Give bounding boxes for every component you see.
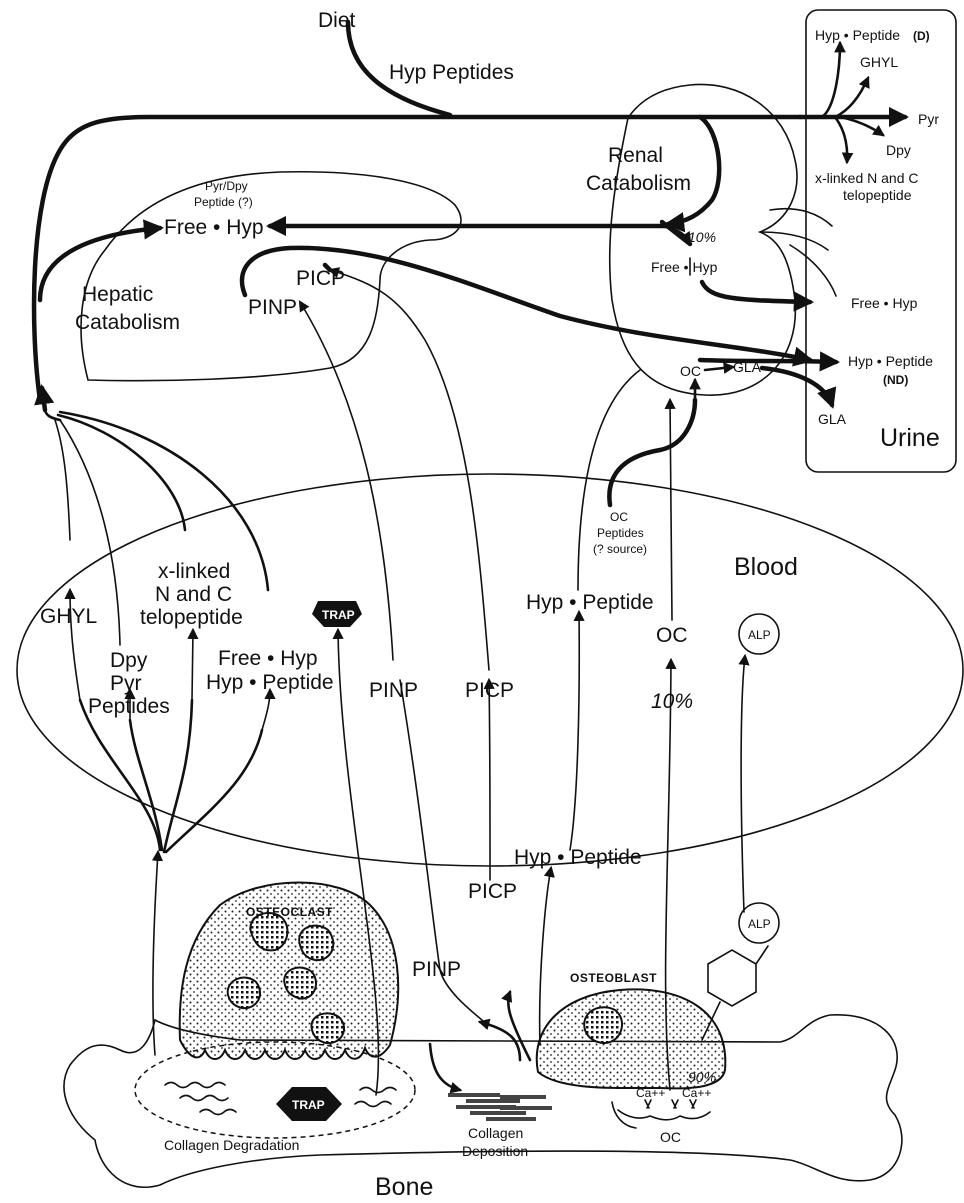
- label-oc-peptides-2: Peptides: [597, 526, 644, 540]
- label-blood-pct: 10%: [651, 690, 693, 713]
- label-blood-peptides: Peptides: [88, 695, 170, 718]
- label-osteoclast: Osteoclast: [246, 905, 333, 919]
- label-renal-free-hyp: Free • Hyp: [651, 259, 718, 275]
- urine-compartment: [806, 10, 956, 472]
- label-urine-gla: GLA: [818, 411, 847, 427]
- label-urine-nd-tag: (ND): [883, 373, 908, 387]
- label-liver-pinp: PINP: [248, 296, 297, 319]
- label-urine-pyr: Pyr: [918, 111, 939, 127]
- label-blood-dpy: Dpy: [110, 649, 148, 672]
- label-renal-pct: 10%: [688, 229, 716, 245]
- label-hepatic-2: Catabolism: [75, 311, 180, 334]
- label-bone-picp: PICP: [468, 880, 517, 903]
- label-osteoblast: Osteoblast: [570, 971, 657, 985]
- label-bone-pct: 90%: [688, 1069, 716, 1085]
- label-blood-picp: PICP: [465, 679, 514, 702]
- label-collagen-degradation: Collagen Degradation: [164, 1137, 299, 1153]
- label-ca-1: Ca++: [636, 1086, 665, 1100]
- alp-anchor-hexagon: [708, 950, 756, 1006]
- label-urine-dpy: Dpy: [886, 142, 911, 158]
- label-bone-pinp: PINP: [412, 958, 461, 981]
- label-urine-hyp-peptide-d: Hyp • Peptide: [815, 27, 900, 43]
- label-blood-pinp: PINP: [369, 679, 418, 702]
- collagen-fibrils: [448, 1093, 552, 1121]
- label-renal-oc: OC: [680, 363, 701, 379]
- degraded-collagen: [165, 1083, 396, 1115]
- liver-shape: [81, 172, 461, 381]
- label-urine-free-hyp: Free • Hyp: [851, 295, 918, 311]
- label-blood-xlinked-1: x-linked: [158, 560, 230, 583]
- label-blood-ghyl: GHYL: [40, 605, 97, 628]
- label-urine-xlinked-1: x-linked N and C: [815, 170, 919, 186]
- label-pyr-dpy-1: Pyr/Dpy: [205, 179, 248, 193]
- label-pyr-dpy-2: Peptide (?): [194, 195, 253, 209]
- label-bone-hyp-peptide: Hyp • Peptide: [514, 846, 642, 869]
- kidney-shape: [610, 84, 836, 395]
- label-bone-alp: ALP: [748, 917, 771, 931]
- label-blood-hyp-peptide: Hyp • Peptide: [206, 671, 334, 694]
- label-urine-xlinked-2: telopeptide: [843, 187, 912, 203]
- label-urine-d-tag: (D): [913, 29, 930, 43]
- label-urine-ghyl: GHYL: [860, 54, 898, 70]
- label-blood-trap: TRAP: [322, 608, 355, 622]
- label-renal-1: Renal: [608, 144, 663, 167]
- label-ca-2: Ca++: [682, 1086, 711, 1100]
- label-renal-gla: GLA: [733, 359, 762, 375]
- label-diet: Diet: [318, 9, 356, 32]
- label-blood-hyp-peptide-2: Hyp • Peptide: [526, 591, 654, 614]
- label-bone-trap: TRAP: [292, 1098, 325, 1112]
- label-blood-xlinked-2: N and C: [155, 583, 232, 606]
- label-liver-picp: PICP: [296, 267, 345, 290]
- label-blood-pyr: Pyr: [110, 672, 142, 695]
- label-urine: Urine: [880, 424, 940, 452]
- label-bone-oc: OC: [660, 1129, 681, 1145]
- label-hepatic-1: Hepatic: [82, 283, 153, 306]
- label-oc-peptides-3: (? source): [593, 542, 647, 556]
- label-blood: Blood: [734, 553, 798, 581]
- label-blood-xlinked-3: telopeptide: [140, 606, 243, 629]
- label-liver-free-hyp: Free • Hyp: [164, 216, 264, 239]
- label-blood-free-hyp: Free • Hyp: [218, 647, 318, 670]
- label-hyp-peptides: Hyp Peptides: [389, 61, 514, 84]
- label-urine-hyp-peptide-nd: Hyp • Peptide: [848, 353, 933, 369]
- calcium-binding: [612, 1100, 710, 1128]
- label-renal-2: Catabolism: [586, 172, 691, 195]
- label-blood-alp: ALP: [748, 628, 771, 642]
- label-collagen-dep-1: Collagen: [468, 1125, 523, 1141]
- label-collagen-dep-2: Deposition: [462, 1143, 528, 1159]
- label-blood-oc: OC: [656, 624, 688, 647]
- label-bone: Bone: [375, 1173, 433, 1201]
- label-oc-peptides-1: OC: [610, 510, 628, 524]
